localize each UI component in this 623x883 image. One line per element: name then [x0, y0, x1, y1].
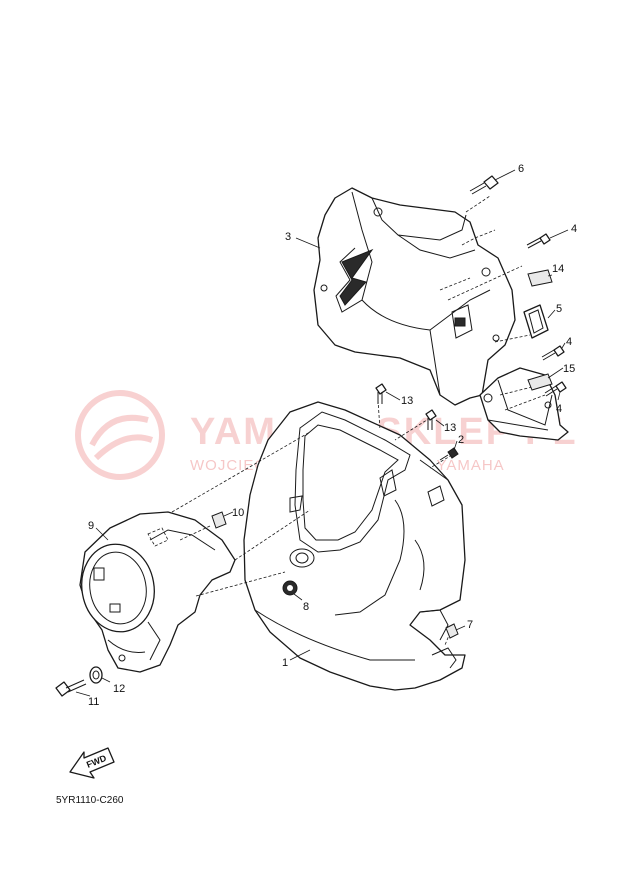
bolt-part-11 [55, 679, 87, 697]
pad-part-14 [527, 269, 553, 287]
pad-part-15 [527, 373, 553, 391]
clip-part-10 [211, 511, 227, 529]
callout-6: 6 [518, 163, 524, 175]
callout-15: 15 [563, 363, 575, 375]
callout-1: 1 [282, 657, 288, 669]
callout-4-middle: 4 [566, 336, 572, 348]
screw-part-4-middle [541, 345, 565, 361]
hardware [55, 175, 567, 697]
callout-13-left: 13 [401, 395, 413, 407]
callout-2: 2 [458, 434, 464, 446]
callout-4-lower: 4 [556, 403, 562, 415]
headlight-cover-part-9 [79, 511, 236, 673]
callout-10: 10 [232, 507, 244, 519]
screw-part-4-lower [544, 381, 567, 397]
screw-part-2 [439, 447, 459, 461]
callout-4-upper: 4 [571, 223, 577, 235]
assembly-lines [171, 195, 546, 646]
callout-12: 12 [113, 683, 125, 695]
callout-9: 9 [88, 520, 94, 532]
screw-part-13-right [425, 409, 437, 430]
callout-14: 14 [552, 263, 564, 275]
diagram-code: 5YR1110-C260 [56, 795, 124, 806]
grommet-part-5 [523, 304, 549, 339]
callout-5: 5 [556, 303, 562, 315]
callouts: 6 4 3 14 5 4 15 4 13 13 2 10 9 8 7 1 12 … [88, 163, 577, 708]
leg-shield-part-1 [243, 401, 466, 691]
collar-part-12 [89, 666, 103, 684]
clip-part-7 [445, 623, 459, 639]
callout-11: 11 [88, 696, 99, 708]
inner-panel-part-3 [313, 187, 516, 406]
lock-slot-icon [454, 317, 466, 327]
screw-part-6 [469, 175, 499, 195]
fwd-arrow-icon: FWD [69, 747, 115, 779]
callout-8: 8 [303, 601, 309, 613]
leader-lines [75, 169, 569, 697]
emblem-part-8 [282, 580, 298, 596]
callout-7: 7 [467, 619, 473, 631]
watermark-logo [75, 390, 165, 480]
callout-13-right: 13 [444, 422, 456, 434]
screw-part-13-left [375, 383, 387, 404]
callout-3: 3 [285, 231, 291, 243]
screw-part-4-upper [526, 233, 551, 249]
